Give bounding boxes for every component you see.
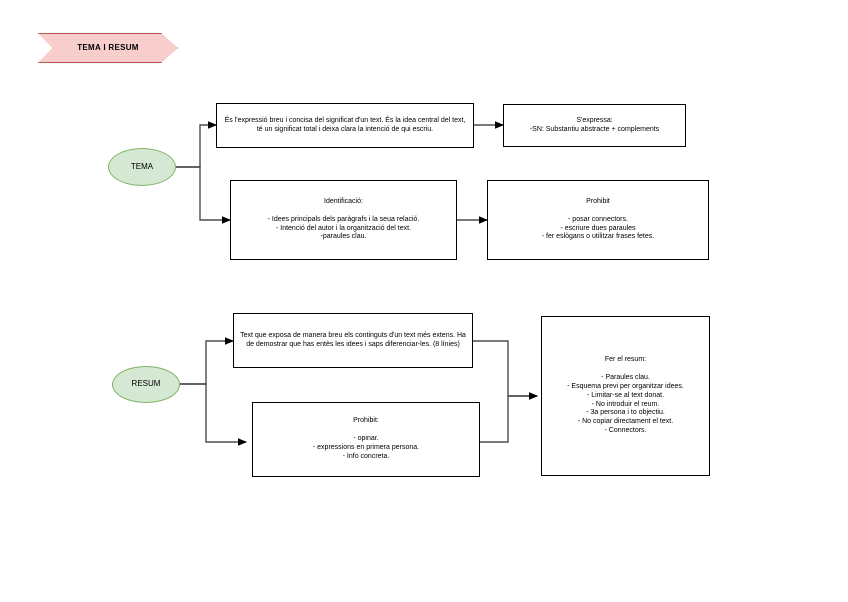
resum-howto-box[interactable]: Fer el resum: - Paraules clau. - Esquema… [541, 316, 710, 476]
node-resum[interactable]: RESUM [112, 366, 180, 403]
resum-forbidden-title: Prohibit: [353, 417, 379, 425]
resum-howto-line-5: - 3a persona i to objectiu. [586, 409, 665, 417]
tema-identification-line-2: - Intenció del autor i la organització d… [275, 224, 412, 232]
resum-forbidden-line-3: - Info concreta. [342, 452, 390, 460]
resum-howto-line-1: - Paraules clau. [601, 373, 650, 381]
resum-howto-line-3: - Limitar-se al text donat. [586, 391, 665, 399]
tema-identification-box[interactable]: Identificació: - Idees principals dels p… [230, 180, 457, 260]
resum-howto-line-7: - Connectors. [604, 427, 647, 435]
tema-forbidden-box[interactable]: Prohibit - posar connectors. - escriure … [487, 180, 709, 260]
resum-howto-line-2: - Esquema previ per organitzar idees. [567, 382, 684, 390]
tema-expression-box[interactable]: S'expressa: -SN: Substantiu abstracte + … [503, 104, 686, 147]
tema-forbidden-line-1: - posar connectors. [568, 215, 628, 223]
tema-definition-text: És l'expressió breu i concisa del signif… [224, 116, 468, 133]
tema-forbidden-line-3: - fer eslògans o utilitzar frases fetes. [541, 233, 655, 241]
resum-howto-line-4: - No introduir el reum. [591, 400, 660, 408]
tema-expression-line-1: -SN: Substantiu abstracte + complements [529, 125, 660, 133]
resum-howto-title: Fer el resum: [604, 355, 647, 363]
wire-tema-to-definition [176, 121, 217, 168]
tema-identification-line-3: -paraules clau. [320, 233, 367, 241]
wire-resum-to-definition [180, 337, 234, 385]
tema-definition-box[interactable]: És l'expressió breu i concisa del signif… [216, 103, 474, 148]
wire-tema-to-identification [176, 166, 231, 224]
wire-resum-to-forbidden [180, 383, 247, 446]
node-tema[interactable]: TEMA [108, 148, 176, 186]
resum-forbidden-line-2: - expressions en primera persona. [312, 444, 420, 451]
node-resum-label: RESUM [131, 379, 161, 389]
tema-identification-line-1: - Idees principals dels paràgrafs i la s… [267, 215, 420, 223]
resum-definition-box[interactable]: Text que exposa de manera breu els conti… [233, 313, 473, 368]
tema-expression-title: S'expressa: [576, 116, 613, 124]
title-banner: TEMA I RESUM [38, 33, 178, 63]
node-tema-label: TEMA [130, 161, 154, 171]
resum-forbidden-box[interactable]: Prohibit: - opinar. - expressions en pri… [252, 402, 480, 477]
wire-definition-to-howto [473, 340, 538, 400]
tema-forbidden-title: Prohibit [586, 197, 610, 205]
resum-definition-text: Text que exposa de manera breu els conti… [240, 331, 468, 348]
tema-forbidden-line-2: - escriure dues paraules [560, 224, 636, 232]
resum-howto-line-6: - No copiar directament el text. [577, 418, 674, 426]
title-banner-label: TEMA I RESUM [77, 42, 139, 52]
tema-identification-title: Identificació: [324, 197, 363, 205]
resum-forbidden-line-1: - opinar. [353, 435, 379, 443]
wire-forbidden-to-howto [480, 392, 538, 443]
